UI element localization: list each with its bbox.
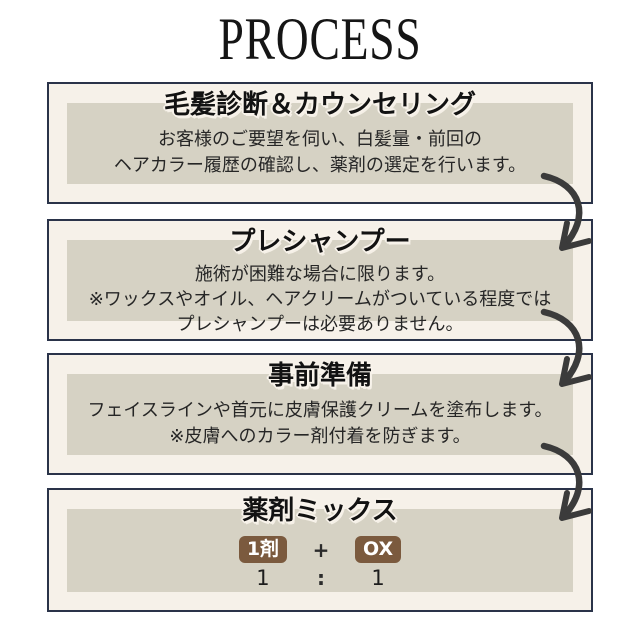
step-1-panel (67, 103, 573, 184)
curved-arrow-icon (540, 172, 592, 251)
step-2-description: 施術が困難な場合に限ります。 ※ワックスやオイル、ヘアクリームがついている程度で… (49, 262, 591, 337)
step-4-box: 薬剤ミックス 1剤 + OX 1 : 1 (47, 488, 593, 612)
step-2-line-1: 施術が困難な場合に限ります。 (194, 264, 446, 285)
step-2-line-3: プレシャンプーは必要ありません。 (176, 314, 464, 335)
step-1-title: 毛髪診断＆カウンセリング (163, 90, 476, 120)
step-1-box: 毛髪診断＆カウンセリング お客様のご要望を伺い、白髪量・前回の ヘアカラー履歴の… (47, 82, 593, 204)
curved-arrow-icon (540, 442, 592, 521)
step-1-description: お客様のご要望を伺い、白髪量・前回の ヘアカラー履歴の確認し、薬剤の選定を行いま… (49, 127, 591, 179)
step-3-description: フェイスラインや首元に皮膚保護クリームを塗布します。 ※皮膚へのカラー剤付着を防… (49, 398, 591, 450)
oxidant-badge: OX (355, 536, 402, 563)
step-3-line-1: フェイスラインや首元に皮膚保護クリームを塗布します。 (87, 400, 553, 421)
ratio-colon: : (317, 566, 326, 590)
step-2-line-2: ※ワックスやオイル、ヘアクリームがついている程度では (88, 289, 552, 310)
step-1-line-2: ヘアカラー履歴の確認し、薬剤の選定を行います。 (113, 155, 527, 176)
chemical-mix-ratio: 1剤 + OX 1 : 1 (238, 536, 402, 591)
agent1-badge: 1剤 (238, 536, 288, 563)
step-2-panel (67, 240, 573, 321)
oxidant-ratio: 1 (371, 566, 385, 590)
step-4-panel (67, 509, 573, 592)
curved-arrow-icon (540, 308, 592, 387)
step-3-box: 事前準備 フェイスラインや首元に皮膚保護クリームを塗布します。 ※皮膚へのカラー… (47, 353, 593, 475)
step-2-box: プレシャンプー 施術が困難な場合に限ります。 ※ワックスやオイル、ヘアクリームが… (47, 219, 593, 341)
step-3-title: 事前準備 (267, 361, 372, 391)
step-3-panel (67, 374, 573, 455)
page-title: PROCESS (218, 6, 422, 72)
agent1-ratio: 1 (256, 566, 270, 590)
step-3-line-2: ※皮膚へのカラー剤付着を防ぎます。 (169, 426, 471, 447)
step-4-title: 薬剤ミックス (242, 496, 398, 526)
step-2-title: プレシャンプー (229, 227, 411, 257)
step-1-line-1: お客様のご要望を伺い、白髪量・前回の (158, 129, 482, 150)
plus-sign: + (312, 537, 330, 562)
